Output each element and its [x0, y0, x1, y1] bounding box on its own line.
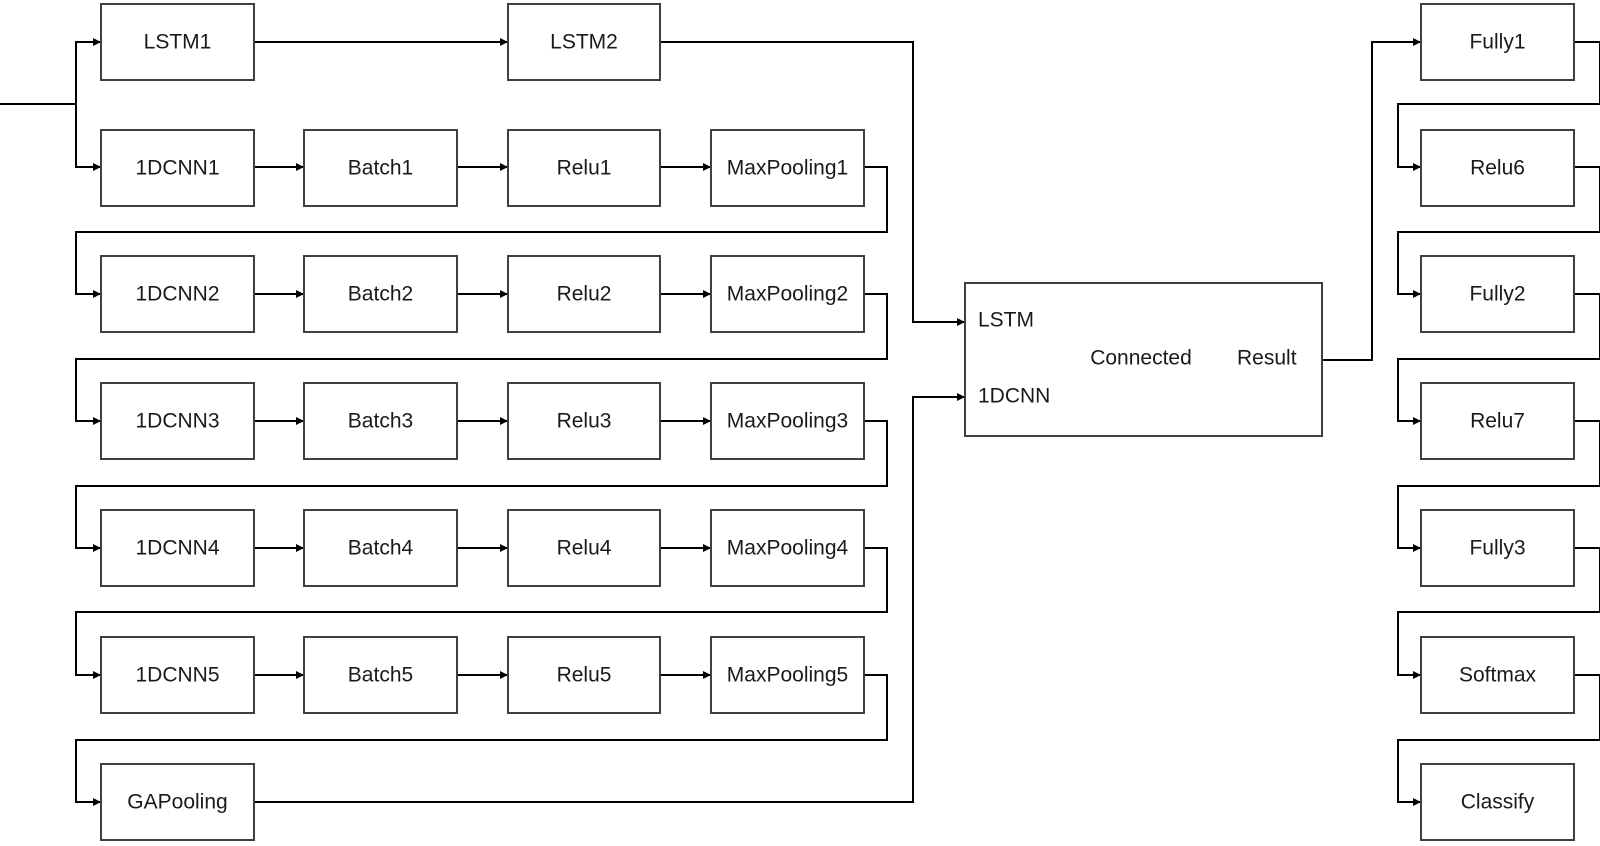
edge-lstm2-to-merge — [660, 41, 965, 326]
node-relu6-label: Relu6 — [1470, 157, 1525, 180]
node-relu4-label: Relu4 — [557, 537, 612, 560]
node-connected-merge: LSTM 1DCNN Connected Result — [964, 282, 1323, 437]
node-batch4: Batch4 — [303, 509, 458, 587]
node-1dcnn2: 1DCNN2 — [100, 255, 255, 333]
edge-relu6-to-fully2 — [1397, 166, 1600, 298]
edge-maxpooling5-to-gapooling — [75, 674, 888, 806]
edge-fully1-to-relu6 — [1397, 41, 1600, 171]
node-relu1-label: Relu1 — [557, 157, 612, 180]
merge-connected-label: Connected — [1090, 347, 1192, 370]
node-fully1: Fully1 — [1420, 3, 1575, 81]
node-batch5-label: Batch5 — [348, 664, 413, 687]
node-relu7-label: Relu7 — [1470, 410, 1525, 433]
node-fully3-label: Fully3 — [1469, 537, 1525, 560]
node-relu3: Relu3 — [507, 382, 661, 460]
node-1dcnn3: 1DCNN3 — [100, 382, 255, 460]
node-lstm1: LSTM1 — [100, 3, 255, 81]
node-gapooling-label: GAPooling — [127, 791, 227, 814]
edge-fully2-to-relu7 — [1397, 293, 1600, 425]
node-batch1-label: Batch1 — [348, 157, 413, 180]
edge-fully3-to-softmax — [1397, 547, 1600, 679]
node-maxpooling3-label: MaxPooling3 — [727, 410, 848, 433]
node-maxpooling1-label: MaxPooling1 — [727, 157, 848, 180]
merge-result-label: Result — [1237, 347, 1297, 370]
node-maxpooling4: MaxPooling4 — [710, 509, 865, 587]
node-relu2-label: Relu2 — [557, 283, 612, 306]
node-lstm2: LSTM2 — [507, 3, 661, 81]
node-relu2: Relu2 — [507, 255, 661, 333]
node-gapooling: GAPooling — [100, 763, 255, 841]
node-batch5: Batch5 — [303, 636, 458, 714]
node-relu6: Relu6 — [1420, 129, 1575, 207]
edge-softmax-to-classify — [1397, 674, 1600, 806]
node-fully2: Fully2 — [1420, 255, 1575, 333]
node-batch4-label: Batch4 — [348, 537, 414, 560]
edge-input-to-1dcnn1 — [75, 104, 101, 171]
node-fully3: Fully3 — [1420, 509, 1575, 587]
node-batch2: Batch2 — [303, 255, 458, 333]
node-batch3-label: Batch3 — [348, 410, 413, 433]
node-batch2-label: Batch2 — [348, 283, 413, 306]
merge-1dcnn-input-label: 1DCNN — [978, 385, 1050, 408]
node-relu1: Relu1 — [507, 129, 661, 207]
node-1dcnn4: 1DCNN4 — [100, 509, 255, 587]
node-batch3: Batch3 — [303, 382, 458, 460]
node-maxpooling2: MaxPooling2 — [710, 255, 865, 333]
node-1dcnn5: 1DCNN5 — [100, 636, 255, 714]
node-softmax-label: Softmax — [1459, 664, 1537, 687]
node-maxpooling5: MaxPooling5 — [710, 636, 865, 714]
edge-maxpooling3-to-1dcnn4 — [75, 420, 888, 552]
node-relu3-label: Relu3 — [557, 410, 612, 433]
merge-lstm-input-label: LSTM — [978, 309, 1034, 332]
node-fully2-label: Fully2 — [1469, 283, 1525, 306]
edge-relu7-to-fully3 — [1397, 420, 1600, 552]
node-relu5: Relu5 — [507, 636, 661, 714]
edge-merge-to-fully1 — [1322, 38, 1421, 361]
node-maxpooling3: MaxPooling3 — [710, 382, 865, 460]
node-classify-label: Classify — [1461, 791, 1535, 814]
node-lstm2-label: LSTM2 — [550, 31, 618, 54]
node-1dcnn1: 1DCNN1 — [100, 129, 255, 207]
node-fully1-label: Fully1 — [1469, 31, 1525, 54]
edge-gapooling-to-merge — [254, 393, 965, 803]
node-1dcnn2-label: 1DCNN2 — [135, 283, 219, 306]
edge-input-to-lstm1 — [75, 38, 101, 104]
node-1dcnn3-label: 1DCNN3 — [135, 410, 219, 433]
node-relu7: Relu7 — [1420, 382, 1575, 460]
node-classify: Classify — [1420, 763, 1575, 841]
node-maxpooling5-label: MaxPooling5 — [727, 664, 848, 687]
edge-maxpooling1-to-1dcnn2 — [75, 166, 888, 298]
node-maxpooling2-label: MaxPooling2 — [727, 283, 848, 306]
node-maxpooling1: MaxPooling1 — [710, 129, 865, 207]
node-1dcnn4-label: 1DCNN4 — [135, 537, 219, 560]
node-1dcnn1-label: 1DCNN1 — [135, 157, 219, 180]
node-maxpooling4-label: MaxPooling4 — [727, 537, 849, 560]
connection-lines — [0, 38, 1600, 806]
node-batch1: Batch1 — [303, 129, 458, 207]
edge-maxpooling2-to-1dcnn3 — [75, 293, 888, 425]
edge-maxpooling4-to-1dcnn5 — [75, 547, 888, 679]
node-softmax: Softmax — [1420, 636, 1575, 714]
node-relu4: Relu4 — [507, 509, 661, 587]
node-1dcnn5-label: 1DCNN5 — [135, 664, 219, 687]
node-lstm1-label: LSTM1 — [144, 31, 212, 54]
node-relu5-label: Relu5 — [557, 664, 612, 687]
